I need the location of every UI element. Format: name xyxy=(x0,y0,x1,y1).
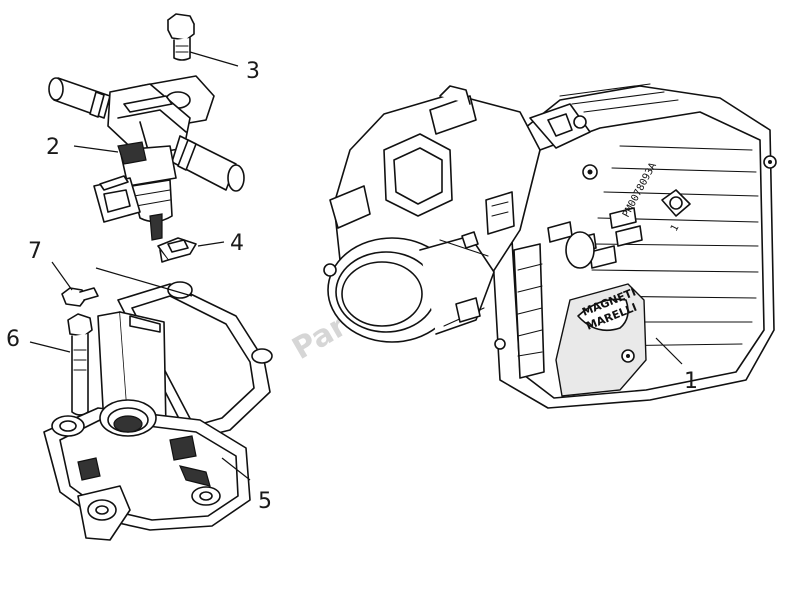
callout-6: 6 xyxy=(6,327,20,352)
side-mark-text: 1 xyxy=(669,223,682,233)
leader-line-2 xyxy=(73,145,119,153)
leader-line-6 xyxy=(29,341,71,353)
leader-line-1 xyxy=(655,337,683,365)
part-2-fuel-injector xyxy=(48,75,245,241)
part-4-clip xyxy=(157,237,197,263)
leader-line-4 xyxy=(197,241,225,247)
brand-logo-plate: MAGNETI MARELLI xyxy=(555,283,647,397)
part-5-intake-manifold xyxy=(43,281,273,541)
leader-line-7b xyxy=(95,267,193,297)
part-1-throttle-body: MAGNETI MARELLI PM0078093A 1 xyxy=(323,83,777,409)
part-3-bolt xyxy=(167,13,195,61)
callout-2: 2 xyxy=(46,135,60,160)
callout-7: 7 xyxy=(28,239,42,264)
part-7-screw xyxy=(61,287,99,307)
leader-line-5 xyxy=(221,457,251,481)
callout-4: 4 xyxy=(230,231,244,256)
leader-line-7 xyxy=(51,261,73,291)
callout-3: 3 xyxy=(246,59,260,84)
callout-5: 5 xyxy=(258,489,272,514)
callout-1: 1 xyxy=(684,369,698,394)
leader-line-3 xyxy=(189,51,239,67)
part-6-bolt xyxy=(67,313,93,416)
leader-lines xyxy=(29,51,683,481)
